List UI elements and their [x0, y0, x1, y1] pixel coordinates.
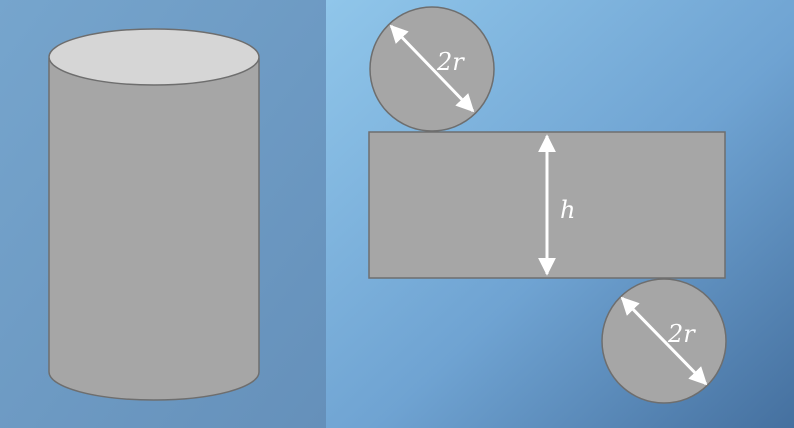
- cylinder: [48, 28, 260, 401]
- net-rectangle: h: [368, 131, 726, 279]
- rectangle-height-label: h: [560, 196, 575, 224]
- top-circle-diameter-arrow: [389, 24, 475, 113]
- bottom-circle-diameter-arrow: [620, 296, 708, 386]
- net-top-circle: 2r: [369, 6, 495, 132]
- bottom-circle-diameter-label: 2r: [667, 320, 696, 348]
- cylinder-top: [48, 28, 260, 86]
- net-bottom-circle: 2r: [601, 278, 727, 404]
- cylinder-body: [48, 58, 260, 401]
- top-circle-diameter-label: 2r: [436, 48, 465, 76]
